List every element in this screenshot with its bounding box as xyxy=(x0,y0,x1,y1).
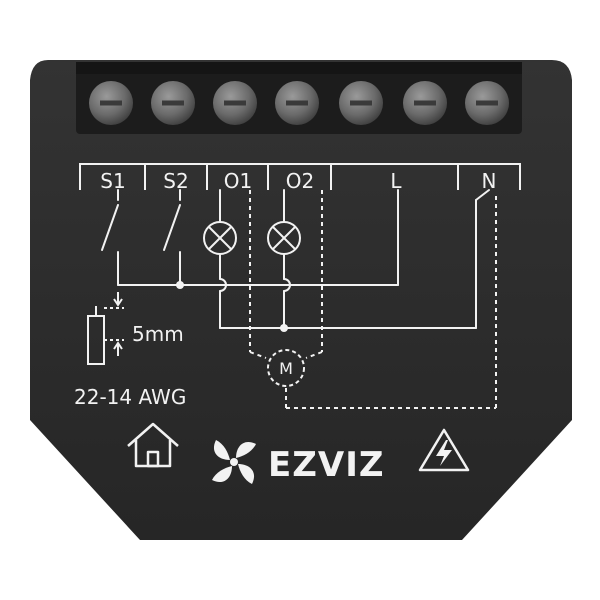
screw-5 xyxy=(339,81,383,125)
switch-s2 xyxy=(163,204,181,251)
home-icon xyxy=(127,422,179,468)
ezviz-logo-icon xyxy=(212,440,256,484)
terminal-label-n: N xyxy=(482,169,497,193)
motor-label: M xyxy=(279,359,293,378)
terminal-label-s1: S1 xyxy=(100,169,125,193)
switch-s1 xyxy=(101,204,119,251)
terminal-label-o2: O2 xyxy=(286,169,314,193)
wire-strip-guide-icon xyxy=(87,292,124,365)
wire-gauge-spec: 22-14 AWG xyxy=(74,385,186,409)
screw-4 xyxy=(275,81,319,125)
terminal-label-frame xyxy=(79,163,521,190)
motor-wiring-dashed xyxy=(249,190,497,409)
warning-high-voltage-icon xyxy=(418,428,470,472)
brand-logo-text: EZVIZ xyxy=(268,445,385,485)
screw-1 xyxy=(89,81,133,125)
wiring-diagram xyxy=(101,189,490,329)
terminal-label-s2: S2 xyxy=(163,169,188,193)
screw-3 xyxy=(213,81,257,125)
screw-7 xyxy=(465,81,509,125)
screw-terminals xyxy=(89,81,509,125)
terminal-label-o1: O1 xyxy=(224,169,252,193)
motor-icon: M xyxy=(267,349,305,387)
terminal-label-l: L xyxy=(390,169,402,193)
junction-dots xyxy=(176,281,288,332)
screw-2 xyxy=(151,81,195,125)
screw-6 xyxy=(403,81,447,125)
wire-strip-length: 5mm xyxy=(132,322,184,346)
